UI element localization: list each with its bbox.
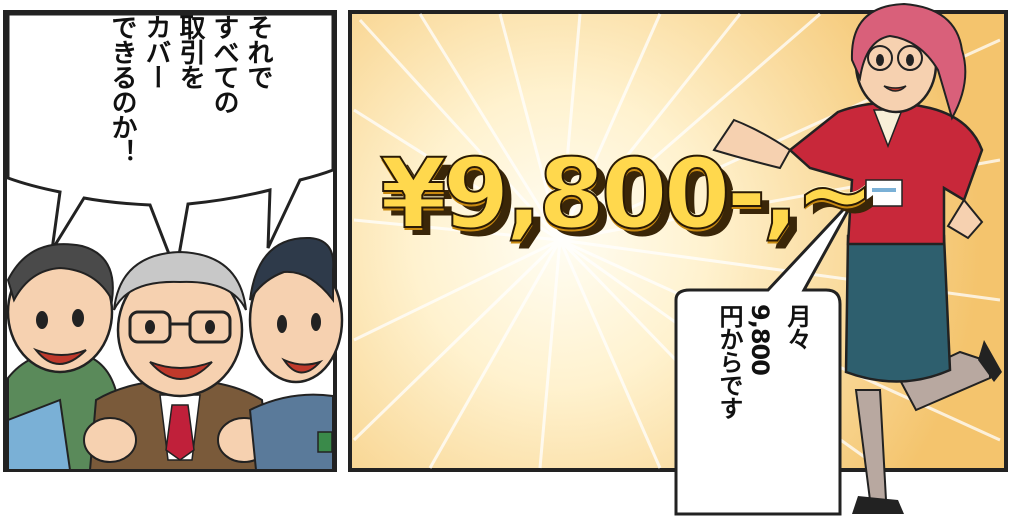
- speech-line-2: すべての: [209, 14, 239, 114]
- speech-line-5: できるのか！: [107, 14, 137, 164]
- speech-line-3: 取引を: [175, 14, 205, 89]
- right-speech-bubble: [674, 194, 858, 516]
- price-text-shadow: ¥9,800-,~: [388, 146, 883, 258]
- price-text: ¥9,800-,~: [379, 137, 876, 251]
- right-panel: [348, 2, 1008, 516]
- speech-line-yen-from: 円からです: [715, 304, 743, 419]
- man-right-figure: [248, 236, 344, 471]
- businesswoman-figure: [712, 2, 1002, 514]
- left-speech-bubble: [6, 12, 335, 278]
- left-panel: [3, 10, 344, 472]
- man-left-figure: [6, 243, 122, 471]
- speed-burst-lines: [352, 12, 1001, 470]
- speech-line-4: カバー: [141, 14, 171, 89]
- speech-line-monthly: 月々: [783, 304, 811, 350]
- speech-line-amount: 9,800: [746, 304, 774, 375]
- speech-line-1: それで: [243, 14, 273, 89]
